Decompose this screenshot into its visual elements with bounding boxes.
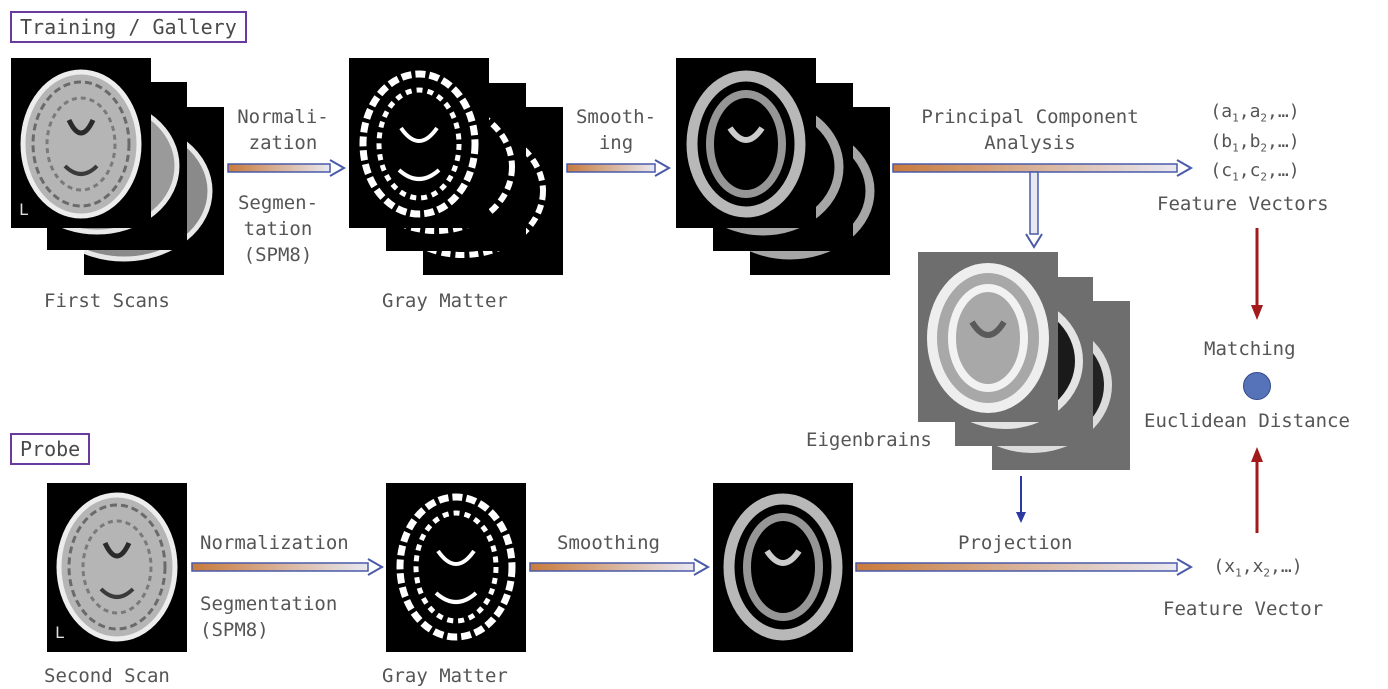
matching-node [1243,372,1271,400]
feature-vector-c: (c1,c2,…) [1180,159,1330,189]
arrow-probe-smoothing [530,559,708,575]
segmentation-label: Segmen- tation (SPM8) [225,190,331,268]
smoothing-label: Smooth- ing [564,104,668,156]
arrow-probe-to-matching [1251,447,1263,533]
feature-vector-b: (b1,b2,…) [1180,130,1330,160]
arrow-smoothing [567,160,669,176]
second-scan-label: Second Scan [44,663,170,689]
euclidean-distance-label: Euclidean Distance [1144,408,1350,434]
arrow-to-eigenbrains [1026,172,1042,247]
arrow-eigenbrains-to-projection [1016,476,1026,523]
normalization-label: Normali- zation [225,104,341,156]
first-scans-label: First Scans [44,288,170,314]
probe-segmentation-label: Segmentation (SPM8) [200,591,337,643]
arrow-gallery-to-matching [1251,228,1263,320]
gray-matter-label: Gray Matter [382,288,508,314]
feature-vector-a: (a1,a2,…) [1180,100,1330,130]
arrow-probe-normalization [192,559,382,575]
probe-smoothing-label: Smoothing [557,530,660,556]
probe-feature-vector: (x1,x2,…) [1196,555,1320,585]
arrow-pca [893,160,1191,176]
feature-vectors-list: (a1,a2,…) (b1,b2,…) (c1,c2,…) [1180,100,1330,189]
matching-label: Matching [1204,336,1296,362]
arrow-normalization [228,160,344,176]
probe-normalization-label: Normalization [200,530,349,556]
feature-vector-label: Feature Vector [1163,596,1323,622]
arrow-probe-projection [856,559,1191,575]
projection-label: Projection [958,530,1072,556]
eigenbrains-label: Eigenbrains [806,427,932,453]
feature-vectors-label: Feature Vectors [1157,191,1329,217]
pca-label: Principal Component Analysis [910,104,1150,156]
probe-gray-matter-label: Gray Matter [382,663,508,689]
